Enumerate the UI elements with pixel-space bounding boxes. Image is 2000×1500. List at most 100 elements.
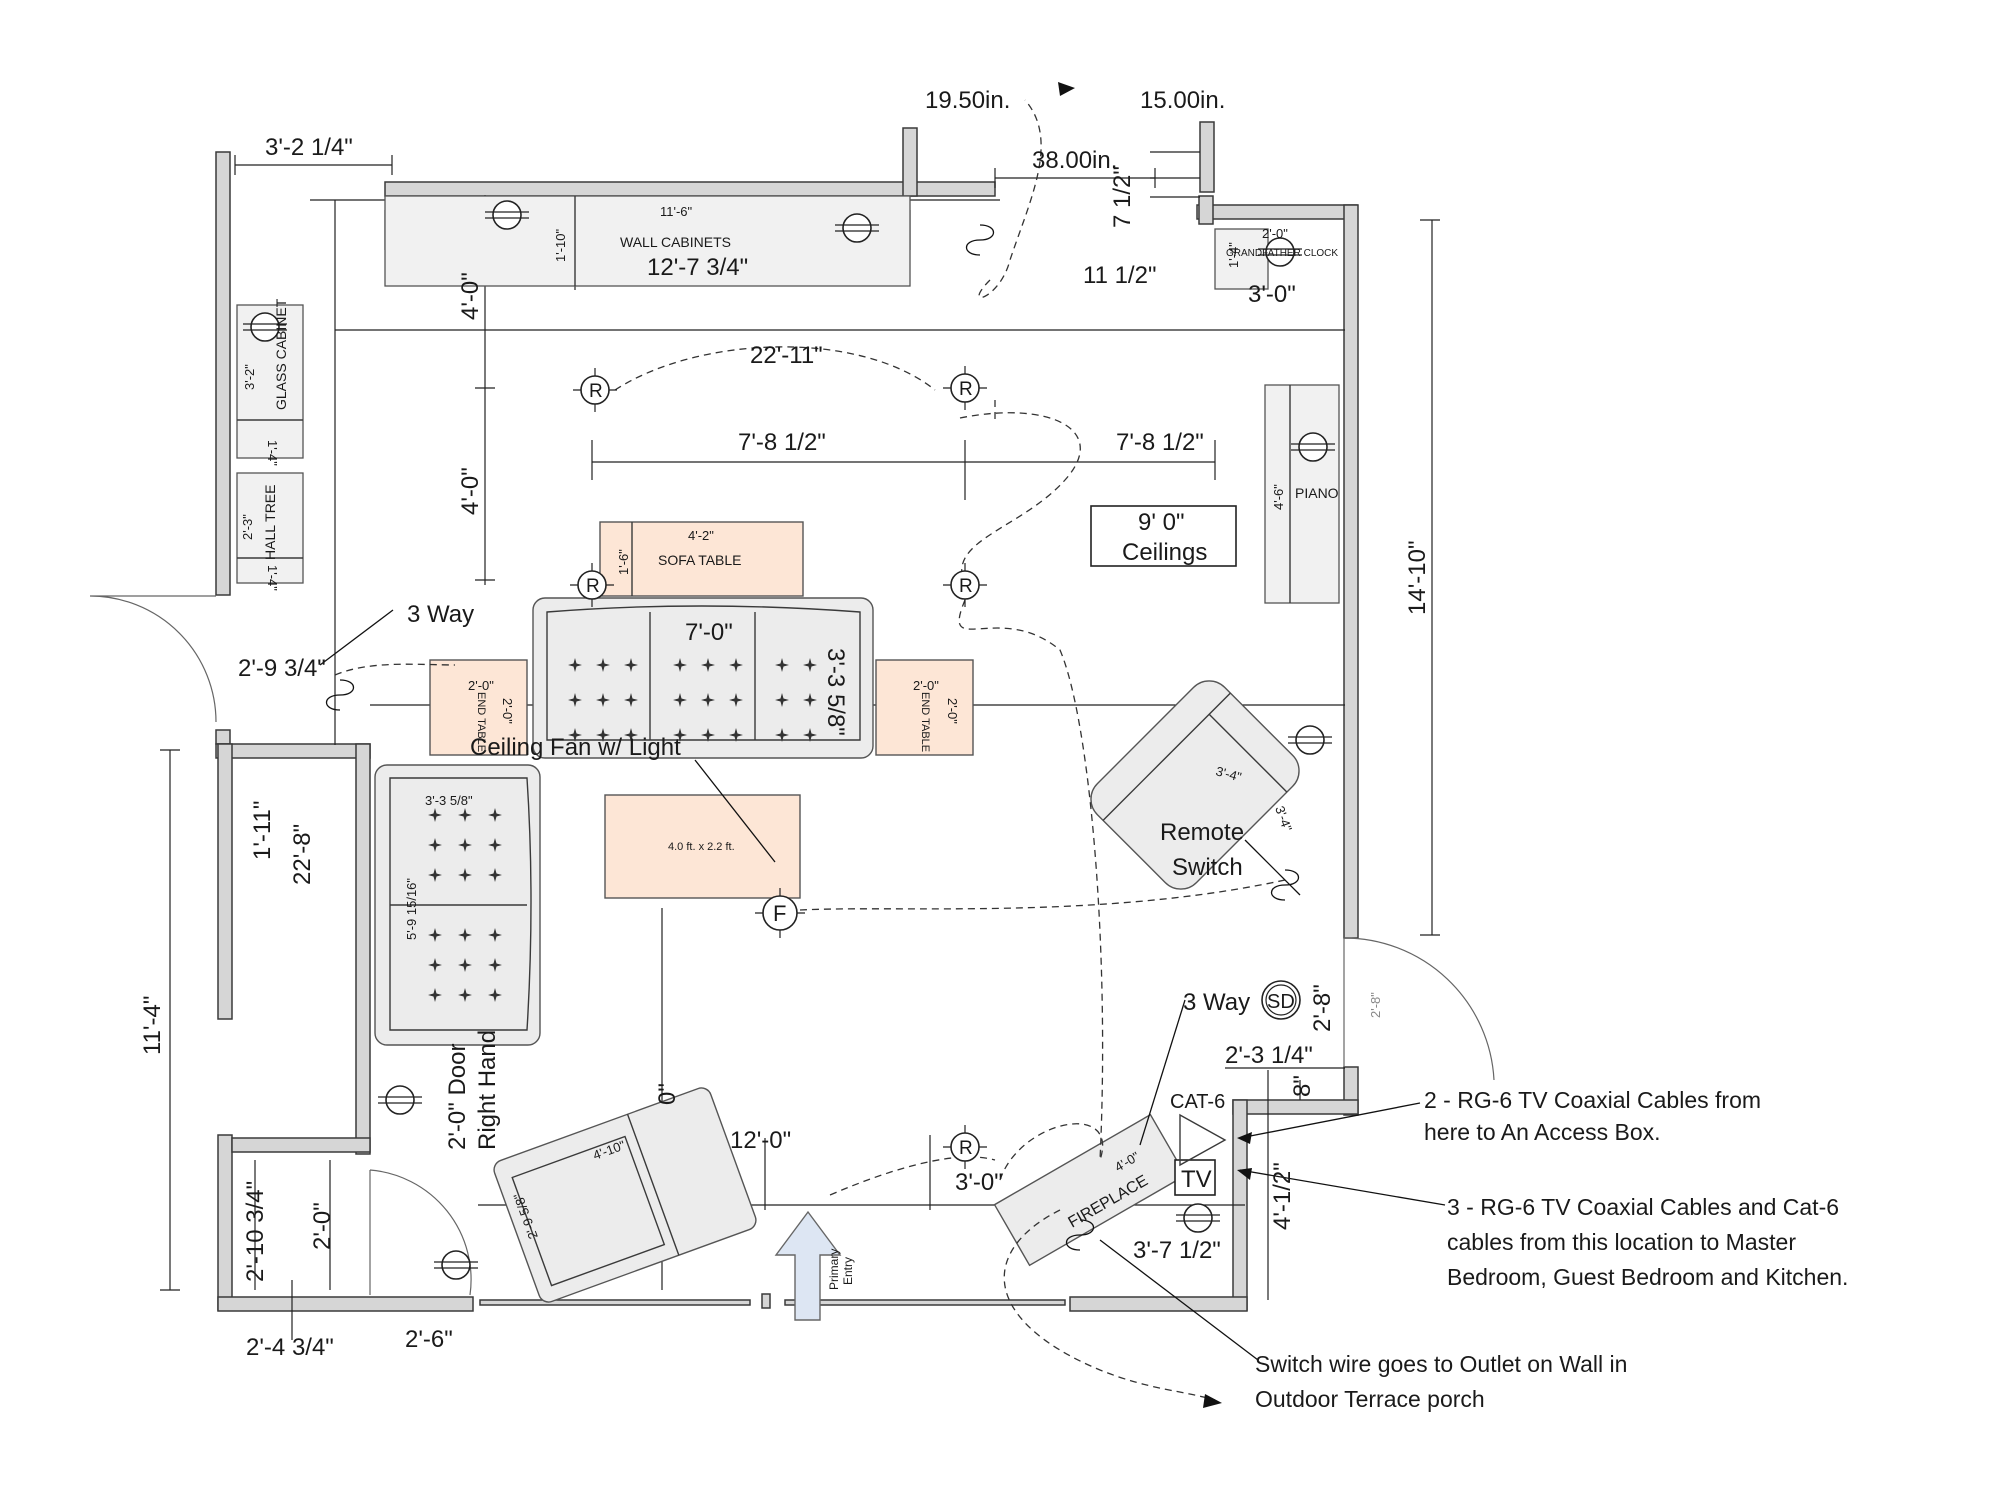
outlet-icon: [1288, 725, 1332, 755]
label-tv: TV: [1181, 1166, 1212, 1193]
grandfather-clock: [1214, 228, 1269, 290]
arrow-head-top: [1058, 82, 1075, 96]
wall-left-lower: [217, 743, 233, 1020]
outlet-icon: [835, 213, 879, 243]
recessed-light-label: R: [589, 381, 603, 402]
dim-3-4-b: 3'-4": [1272, 804, 1295, 834]
dim-2-3: 2'-3": [240, 514, 255, 540]
tuft-mark: [458, 988, 472, 1002]
dim-2-9-34: 2'-9 3/4": [238, 655, 326, 682]
recessed-light-label: R: [959, 379, 973, 400]
recessed-light-icon: R: [573, 368, 617, 412]
door-swing-closet: [369, 1169, 472, 1296]
dim-2-0-a: 2'-0": [468, 678, 494, 693]
dim-7-12: 7 1/2": [1109, 166, 1136, 228]
sofa-table: [599, 521, 804, 597]
dim-19-50: 19.50in.: [925, 87, 1010, 114]
label-glass-cabinet: GLASS CABINET: [273, 298, 289, 410]
label-grandfather-clock: GRANDFATHER CLOCK: [1226, 248, 1338, 259]
label-remote-2: Switch: [1172, 854, 1243, 881]
tuft-mark: [428, 808, 442, 822]
tuft-mark: [488, 928, 502, 942]
tuft-mark: [803, 658, 817, 672]
tuft-mark: [701, 693, 715, 707]
dim-15-00: 15.00in.: [1140, 87, 1225, 114]
wall-hall-top: [215, 743, 371, 759]
label-three-way-b: 3 Way: [1183, 989, 1250, 1016]
note-labels: 9' 0" Ceilings 3 Way 3 Way Ceiling Fan w…: [407, 509, 1250, 1193]
fireplace: [993, 1113, 1187, 1267]
tuft-mark: [729, 693, 743, 707]
switch-icon: [965, 224, 995, 256]
dim-3-0-bottom: 3'-0": [955, 1169, 1003, 1196]
tuft-mark: [458, 868, 472, 882]
dim-3-2-14: 3'-2 1/4": [265, 134, 353, 161]
recessed-light-icon: R: [943, 563, 987, 607]
dim-2-4-34: 2'-4 3/4": [246, 1334, 334, 1361]
wall-right-top: [1196, 204, 1358, 220]
tuft-mark: [673, 658, 687, 672]
label-door-1: 2'-0" Door: [444, 1044, 471, 1150]
dim-1-4-b: 1'-4": [265, 565, 280, 591]
dim-1-4-c: 1'-4": [1226, 242, 1241, 268]
dim-2-0-c: 2'-0": [913, 678, 939, 693]
doors: [89, 595, 1495, 1296]
dim-1-6: 1'-6": [616, 549, 631, 575]
outlet-icon: [378, 1085, 422, 1115]
dim-2-8-a: 2'-8": [1309, 984, 1336, 1032]
dim-2-3-14: 2'-3 1/4": [1225, 1042, 1313, 1069]
dim-3-4: 3'-4": [1214, 763, 1243, 784]
note3-line1: Switch wire goes to Outlet on Wall in: [1255, 1351, 1627, 1377]
wall-corner-post: [1198, 195, 1214, 225]
wall-bottom-left: [217, 1296, 474, 1312]
outlet-icon: [1176, 1203, 1220, 1233]
note2-line3: Bedroom, Guest Bedroom and Kitchen.: [1447, 1264, 1848, 1290]
dim-2-6: 2'-6": [405, 1326, 453, 1353]
wiring: [334, 99, 1286, 1401]
tuft-mark: [488, 988, 502, 1002]
dim-2-0-e: 2'-0": [1262, 226, 1288, 241]
tuft-mark: [803, 693, 817, 707]
tuft-mark: [488, 808, 502, 822]
dim-8: 8": [1289, 1075, 1316, 1097]
note2-line1: 3 - RG-6 TV Coaxial Cables and Cat-6: [1447, 1194, 1839, 1220]
dim-4-2: 4'-2": [688, 528, 714, 543]
door-swing-right: [1343, 937, 1495, 1081]
label-piano: PIANO: [1295, 485, 1339, 501]
tuft-mark: [568, 658, 582, 672]
switch-icon: [325, 679, 355, 711]
dimension-text: 19.50in. 15.00in. 3'-2 1/4" 38.00in. 7 1…: [139, 87, 1431, 1361]
tuft-mark: [596, 728, 610, 742]
dim-4-0-b: 4'-0": [457, 467, 484, 515]
tuft-mark: [428, 958, 442, 972]
tuft-mark: [775, 728, 789, 742]
wall-left-top: [215, 151, 231, 596]
label-rug: 4.0 ft. x 2.2 ft.: [668, 841, 735, 853]
recessed-light-label: R: [586, 576, 600, 597]
note1-line1: 2 - RG-6 TV Coaxial Cables from: [1424, 1087, 1761, 1113]
dim-3-3-58-a: 3'-3 5/8": [822, 648, 849, 736]
tuft-mark: [428, 838, 442, 852]
dim-1-10: 1'-10": [553, 228, 568, 262]
dim-4-12: 4'-1/2": [1269, 1162, 1296, 1230]
piano: [1264, 384, 1340, 604]
arrow-head-tv: [1237, 1168, 1252, 1180]
outlet-icon: [1291, 432, 1335, 462]
label-cat6: CAT-6: [1170, 1091, 1225, 1113]
door-swing-left: [89, 595, 217, 723]
tuft-mark: [458, 808, 472, 822]
note3-line2: Outdoor Terrace porch: [1255, 1386, 1485, 1412]
dim-3-3-58-b: 3'-3 5/8": [425, 793, 473, 808]
label-end-table-b: END TABLE: [919, 692, 931, 752]
dim-14-10: 14'-10": [1404, 541, 1431, 615]
switch-icon: [1270, 869, 1300, 901]
dim-1-4-a: 1'-4": [265, 440, 280, 466]
recliner-right: [1090, 680, 1300, 890]
dim-11-6: 11'-6": [660, 204, 693, 219]
label-three-way-a: 3 Way: [407, 601, 474, 628]
callout-notes: 2 - RG-6 TV Coaxial Cables from here to …: [1255, 1087, 1848, 1412]
wall-bottom-mid-a: [479, 1299, 751, 1306]
dim-7-8-12-a: 7'-8 1/2": [738, 429, 826, 456]
